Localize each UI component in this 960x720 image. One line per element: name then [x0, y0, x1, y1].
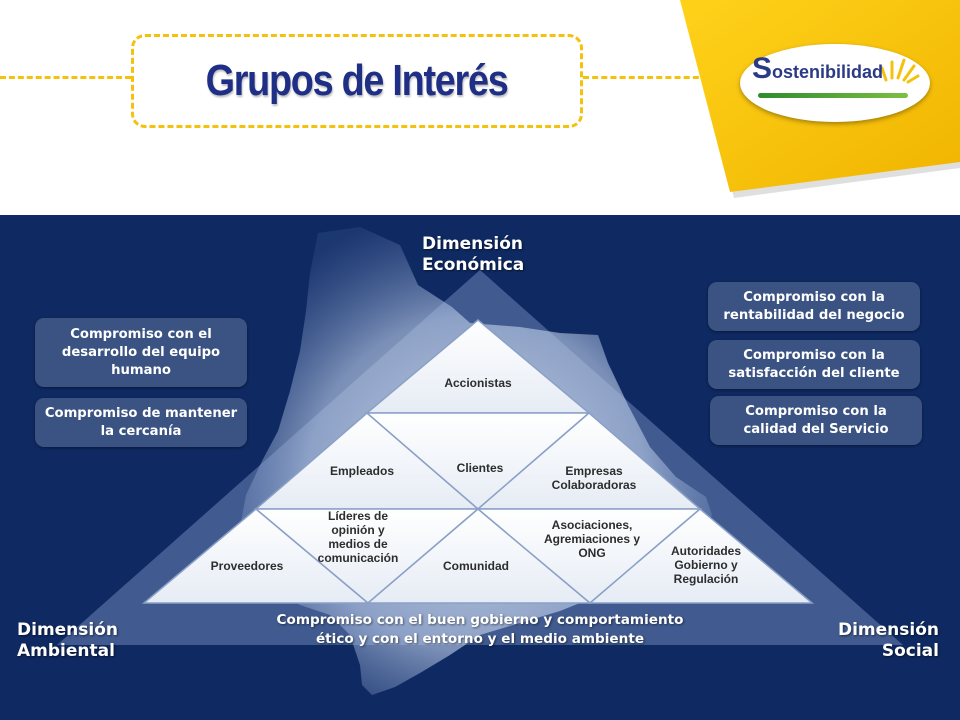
sun-icon: [880, 58, 920, 84]
label-comunidad: Comunidad: [443, 559, 509, 573]
cell-autoridades: [587, 508, 815, 604]
commitment-cercania: Compromiso de mantener la cercanía: [35, 398, 247, 447]
label-accionistas: Accionistas: [444, 376, 512, 390]
page-title: Grupos de Interés: [206, 56, 509, 105]
label-clientes: Clientes: [456, 461, 504, 475]
triangle-diagram: [57, 227, 903, 695]
label-asociaciones: Asociaciones,Agremiaciones y ONG: [543, 518, 641, 560]
title-dash-right: [583, 76, 708, 79]
commitment-satisfaccion: Compromiso con la satisfacción del clien…: [708, 340, 920, 389]
commitment-rentabilidad: Compromiso con la rentabilidad del negoc…: [708, 282, 920, 331]
title-box: Grupos de Interés: [131, 34, 583, 128]
logo-initial: S: [752, 52, 773, 85]
label-empleados: Empleados: [329, 464, 395, 478]
logo-badge: [740, 44, 930, 122]
label-proveedores: Proveedores: [210, 559, 284, 573]
logo-underline: [758, 93, 908, 98]
logo-rest: ostenibilidad: [772, 62, 884, 82]
logo-wordmark: Sostenibilidad: [752, 54, 922, 84]
commitment-calidad: Compromiso con la calidad del Servicio: [710, 396, 922, 445]
commitment-buen-gobierno: Compromiso con el buen gobierno y compor…: [276, 612, 684, 647]
commitment-equipo-humano: Compromiso con el desarrollo del equipo …: [35, 318, 247, 387]
title-dash-left: [0, 76, 131, 79]
